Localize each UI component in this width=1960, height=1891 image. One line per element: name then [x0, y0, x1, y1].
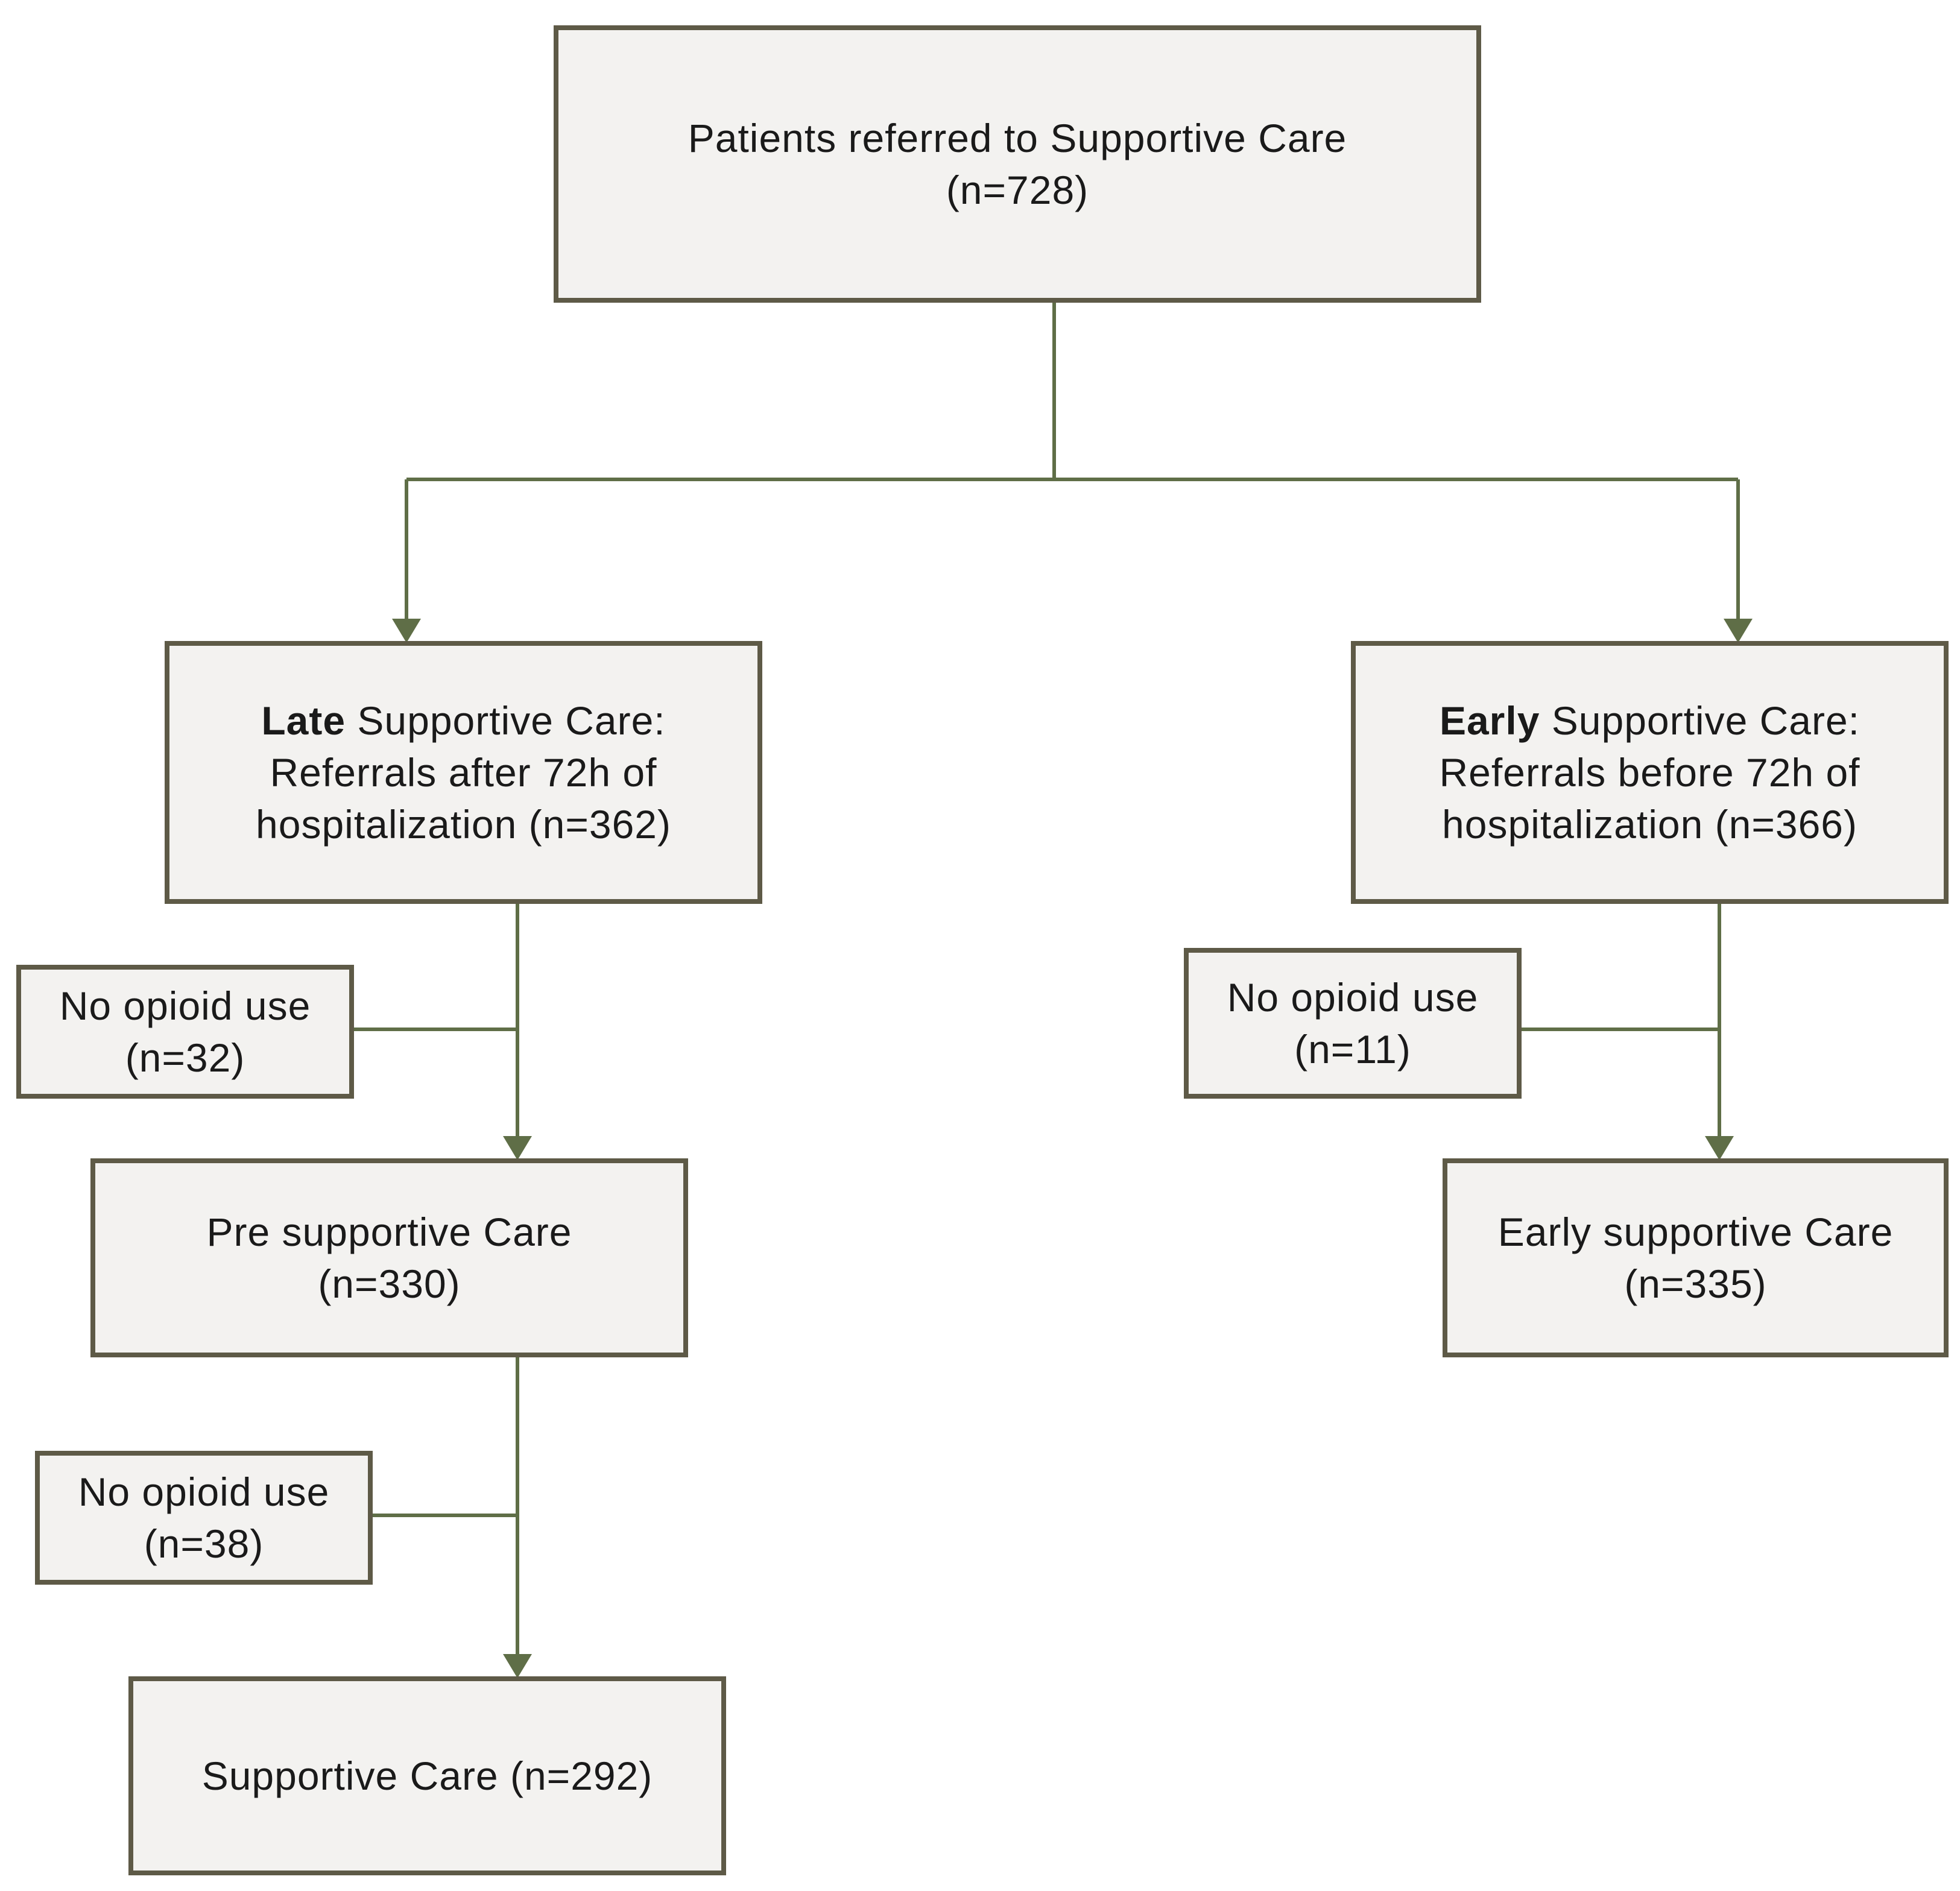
- arrowhead-to-early: [1724, 619, 1753, 643]
- node-label: No opioid use: [78, 1470, 330, 1514]
- arrowhead-to-late: [392, 619, 421, 643]
- node-label-emphasis: Late: [261, 698, 346, 743]
- node-exclusion-no-opioid-early: No opioid use (n=11): [1184, 948, 1522, 1099]
- node-late-supportive-care: Late Supportive Care: Referrals after 72…: [165, 641, 762, 904]
- node-description-count: hospitalization (n=366): [1442, 802, 1857, 847]
- node-count: (n=32): [125, 1035, 245, 1080]
- node-label: Early Supportive Care:: [1440, 695, 1860, 747]
- arrowhead-to-early-supportive: [1705, 1136, 1734, 1160]
- arrowhead-to-final: [503, 1654, 532, 1678]
- node-label: Pre supportive Care: [206, 1210, 572, 1254]
- node-label-rest: Supportive Care:: [1540, 698, 1860, 743]
- node-count: (n=11): [1294, 1027, 1411, 1072]
- node-pre-supportive-care: Pre supportive Care (n=330): [90, 1158, 688, 1357]
- node-description-count: hospitalization (n=362): [256, 802, 671, 847]
- arrowhead-to-pre: [503, 1136, 532, 1160]
- node-early-supportive-care-final: Early supportive Care (n=335): [1443, 1158, 1949, 1357]
- node-description: Referrals after 72h of: [270, 750, 657, 795]
- node-label: No opioid use: [59, 983, 311, 1028]
- node-label: Patients referred to Supportive Care: [688, 116, 1347, 160]
- node-description: Referrals before 72h of: [1439, 750, 1860, 795]
- node-count: (n=728): [946, 168, 1089, 212]
- node-label: Supportive Care (n=292): [201, 1754, 653, 1798]
- node-count: (n=330): [318, 1261, 461, 1306]
- node-count: (n=335): [1624, 1261, 1767, 1306]
- node-patients-referred: Patients referred to Supportive Care (n=…: [554, 25, 1481, 303]
- node-label: Early supportive Care: [1497, 1210, 1894, 1254]
- node-exclusion-no-opioid-late-1: No opioid use (n=32): [16, 965, 354, 1099]
- node-supportive-care-final: Supportive Care (n=292): [128, 1676, 726, 1875]
- node-label-rest: Supportive Care:: [346, 698, 666, 743]
- node-label: No opioid use: [1227, 975, 1479, 1020]
- node-count: (n=38): [144, 1521, 264, 1566]
- node-label-emphasis: Early: [1439, 698, 1540, 743]
- node-early-supportive-care: Early Supportive Care: Referrals before …: [1351, 641, 1949, 904]
- node-label: Late Supportive Care:: [261, 695, 665, 747]
- node-exclusion-no-opioid-late-2: No opioid use (n=38): [35, 1451, 373, 1585]
